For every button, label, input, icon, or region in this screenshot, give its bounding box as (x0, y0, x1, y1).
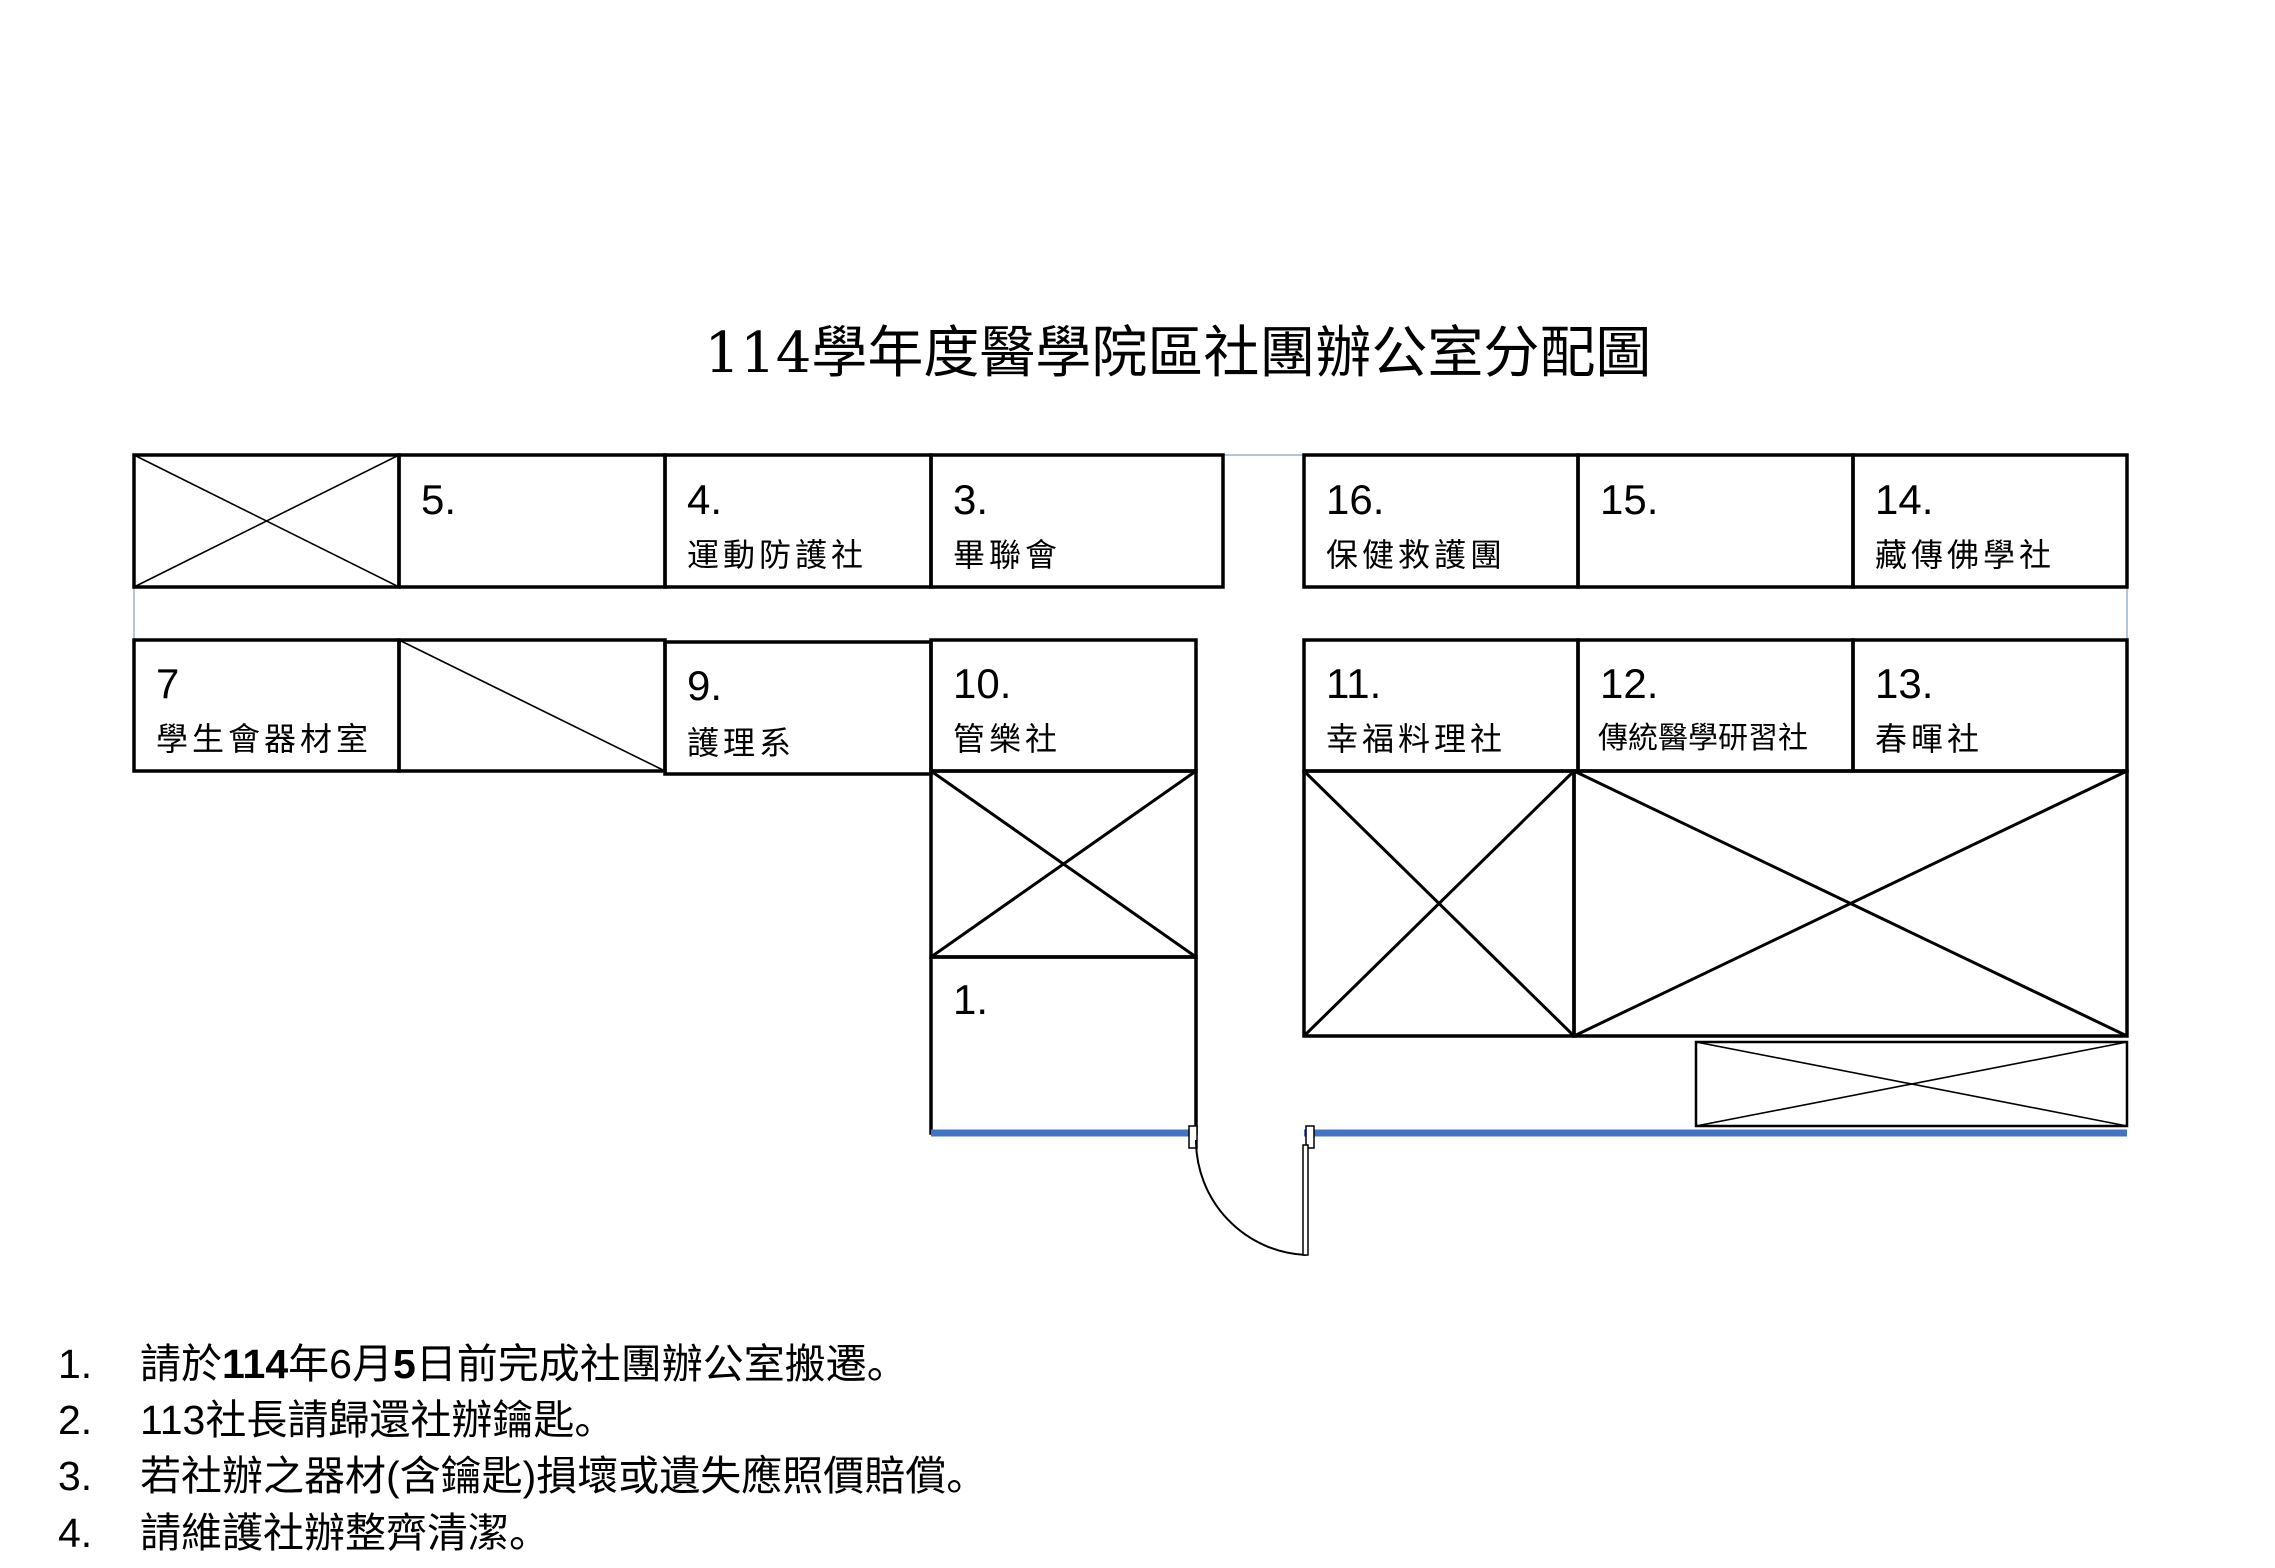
room-unassigned-below-10 (929, 769, 1198, 959)
note-number: 2. (58, 1397, 92, 1443)
room-unassigned-row2 (397, 638, 667, 773)
note-item: 請維護社辦整齊清潔。 (140, 1510, 550, 1556)
room-label: 幸福料理社 (1326, 720, 1506, 758)
room-number: 3. (953, 476, 988, 523)
room-label: 傳統醫學研習社 (1598, 721, 1808, 756)
room-11: 11. 幸福料理社 (1302, 638, 1580, 773)
room-9: 9. 護理系 (663, 640, 933, 776)
note-item: 113社長請歸還社辦鑰匙。 (140, 1397, 615, 1443)
room-15: 15. (1576, 453, 1855, 589)
room-label: 藏傳佛學社 (1875, 536, 2055, 574)
note-item: 請於114年6月5日前完成社團辦公室搬遷。 (140, 1341, 908, 1387)
room-label: 運動防護社 (687, 536, 867, 574)
room-number: 15. (1600, 476, 1658, 523)
room-3: 3. 畢聯會 (929, 453, 1225, 589)
note-item: 若社辦之器材(含鑰匙)損壞或遺失應照價賠償。 (140, 1453, 987, 1499)
room-label: 保健救護團 (1326, 536, 1506, 574)
note-number: 4. (58, 1510, 92, 1556)
notes-list: 1. 請於114年6月5日前完成社團辦公室搬遷。 2. 113社長請歸還社辦鑰匙… (58, 1341, 987, 1556)
room-16: 16. 保健救護團 (1302, 453, 1580, 589)
room-label: 管樂社 (953, 720, 1061, 758)
room-number: 14. (1875, 476, 1933, 523)
room-unassigned-top-left (132, 453, 401, 589)
room-label: 畢聯會 (953, 536, 1061, 574)
room-1: 1. (929, 955, 1198, 1135)
room-4: 4. 運動防護社 (663, 453, 933, 589)
room-unassigned-below-11 (1302, 769, 1576, 1038)
room-number: 12. (1600, 660, 1658, 707)
room-number: 4. (687, 476, 722, 523)
room-number: 10. (953, 660, 1011, 707)
note-number: 1. (58, 1341, 92, 1387)
room-number: 11. (1326, 660, 1381, 707)
page-title: 114學年度醫學院區社團辦公室分配圖 (705, 321, 1652, 386)
room-7: 7 學生會器材室 (132, 638, 401, 773)
room-number: 7 (156, 660, 179, 707)
room-unassigned-below-12-13 (1572, 769, 2129, 1038)
room-number: 13. (1875, 660, 1933, 707)
door-icon (1188, 1125, 1315, 1256)
room-14: 14. 藏傳佛學社 (1851, 453, 2129, 589)
room-label: 學生會器材室 (156, 720, 372, 758)
room-10: 10. 管樂社 (929, 638, 1198, 773)
room-label: 護理系 (687, 724, 795, 762)
room-number: 16. (1326, 476, 1384, 523)
note-number: 3. (58, 1453, 92, 1499)
room-unassigned-small (1694, 1040, 2129, 1128)
room-number: 5. (421, 476, 456, 523)
room-13: 13. 春暉社 (1851, 638, 2129, 773)
room-number: 1. (953, 976, 988, 1023)
room-number: 9. (687, 662, 722, 709)
room-12: 12. 傳統醫學研習社 (1576, 638, 1855, 773)
room-label: 春暉社 (1875, 720, 1983, 758)
room-5: 5. (397, 453, 667, 589)
